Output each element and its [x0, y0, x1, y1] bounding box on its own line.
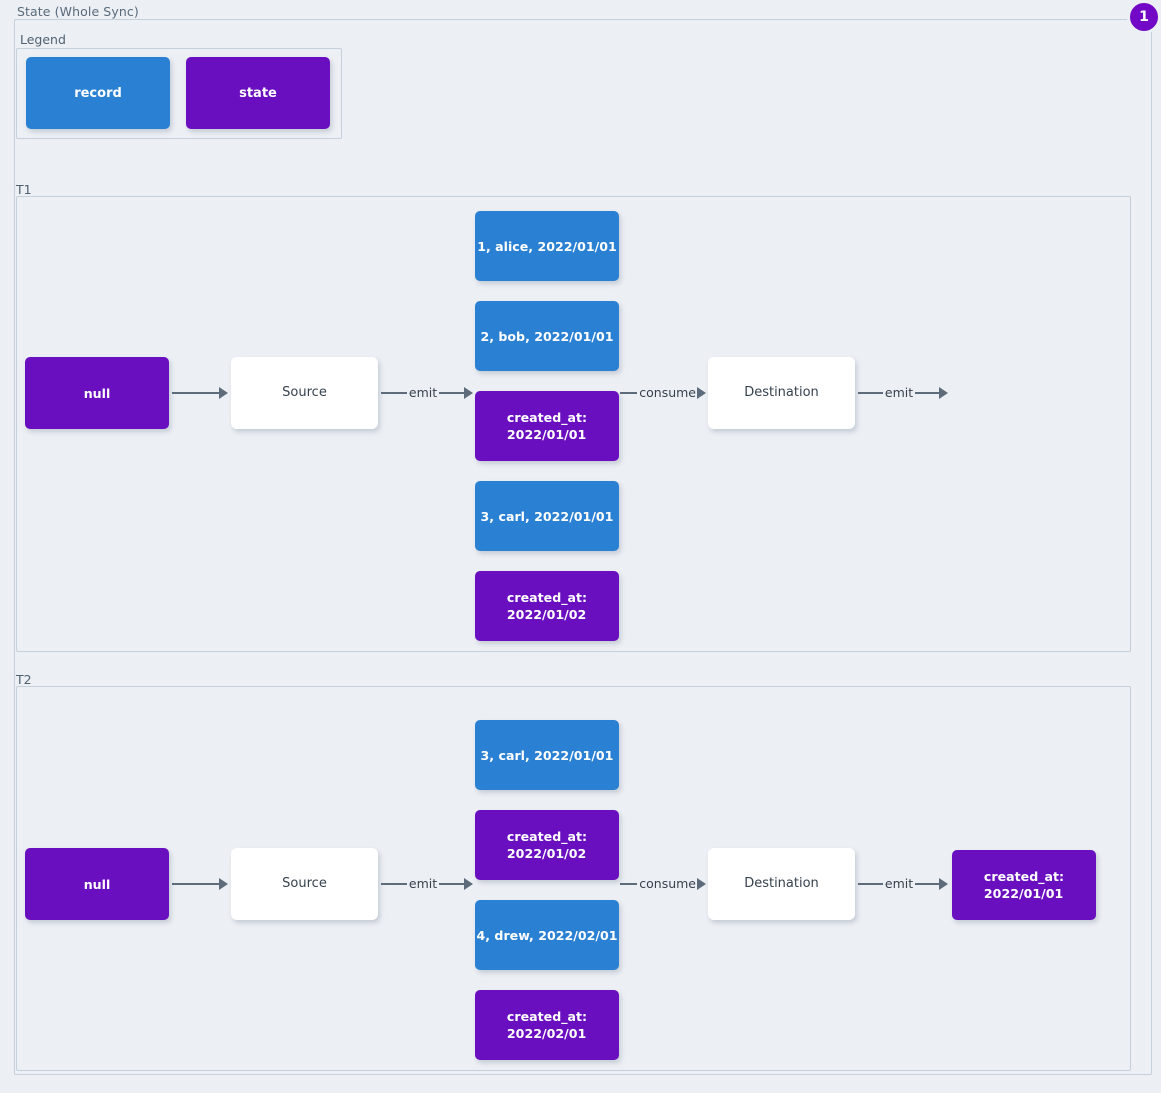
legend-frame: record state	[16, 48, 342, 139]
t1-state-1: created_at: 2022/01/01	[475, 391, 619, 461]
t1-state-2-text: created_at: 2022/01/02	[507, 589, 587, 623]
legend-item-record: record	[26, 57, 170, 129]
t2-record-1-label: 3, carl, 2022/01/01	[480, 747, 614, 763]
t2-record-1: 3, carl, 2022/01/01	[475, 720, 619, 790]
t2-state-out-text: created_at: 2022/01/01	[984, 868, 1064, 902]
t1-record-1-label: 1, alice, 2022/01/01	[477, 238, 617, 254]
t2-destination: Destination	[708, 848, 855, 920]
t1-state-2-line1: created_at:	[506, 590, 588, 605]
t2-state-out: created_at: 2022/01/01	[952, 850, 1096, 920]
t2-state-in: null	[25, 848, 169, 920]
section-label-t2: T2	[16, 672, 32, 687]
t1-record-2: 2, bob, 2022/01/01	[475, 301, 619, 371]
t1-state-2: created_at: 2022/01/02	[475, 571, 619, 641]
t2-record-2: 4, drew, 2022/02/01	[475, 900, 619, 970]
t1-state-1-line2: 2022/01/01	[506, 427, 587, 442]
legend-item-state: state	[186, 57, 330, 129]
t2-state-2-text: created_at: 2022/02/01	[507, 1008, 587, 1042]
t2-state-1: created_at: 2022/01/02	[475, 810, 619, 880]
page-badge[interactable]: 1	[1127, 0, 1161, 34]
section-label-t1: T1	[16, 182, 32, 197]
t1-record-1: 1, alice, 2022/01/01	[475, 211, 619, 281]
t1-destination: Destination	[708, 357, 855, 429]
t1-record-3-label: 3, carl, 2022/01/01	[480, 508, 614, 524]
t2-state-2-line1: created_at:	[506, 1009, 588, 1024]
t2-state-in-label: null	[83, 876, 111, 892]
t1-record-3: 3, carl, 2022/01/01	[475, 481, 619, 551]
t2-state-1-text: created_at: 2022/01/02	[507, 828, 587, 862]
legend-item-record-label: record	[74, 85, 122, 101]
t1-source-label: Source	[282, 385, 327, 401]
legend-item-state-label: state	[239, 85, 277, 101]
t2-state-out-line2: 2022/01/01	[983, 886, 1064, 901]
t1-state-1-text: created_at: 2022/01/01	[507, 409, 587, 443]
t1-source: Source	[231, 357, 378, 429]
t1-state-1-line1: created_at:	[506, 410, 588, 425]
t2-state-2: created_at: 2022/02/01	[475, 990, 619, 1060]
t2-record-2-label: 4, drew, 2022/02/01	[476, 927, 618, 943]
t2-state-out-line1: created_at:	[983, 869, 1065, 884]
t2-state-1-line1: created_at:	[506, 829, 588, 844]
t2-destination-label: Destination	[744, 876, 819, 892]
t1-record-2-label: 2, bob, 2022/01/01	[480, 328, 614, 344]
t1-state-in: null	[25, 357, 169, 429]
t2-state-2-line2: 2022/02/01	[506, 1026, 587, 1041]
t1-state-in-label: null	[83, 385, 111, 401]
legend-title: Legend	[20, 32, 66, 47]
t1-state-2-line2: 2022/01/02	[506, 607, 587, 622]
t1-destination-label: Destination	[744, 385, 819, 401]
diagram-title: State (Whole Sync)	[17, 4, 139, 19]
t2-source: Source	[231, 848, 378, 920]
t2-state-1-line2: 2022/01/02	[506, 846, 587, 861]
t2-source-label: Source	[282, 876, 327, 892]
